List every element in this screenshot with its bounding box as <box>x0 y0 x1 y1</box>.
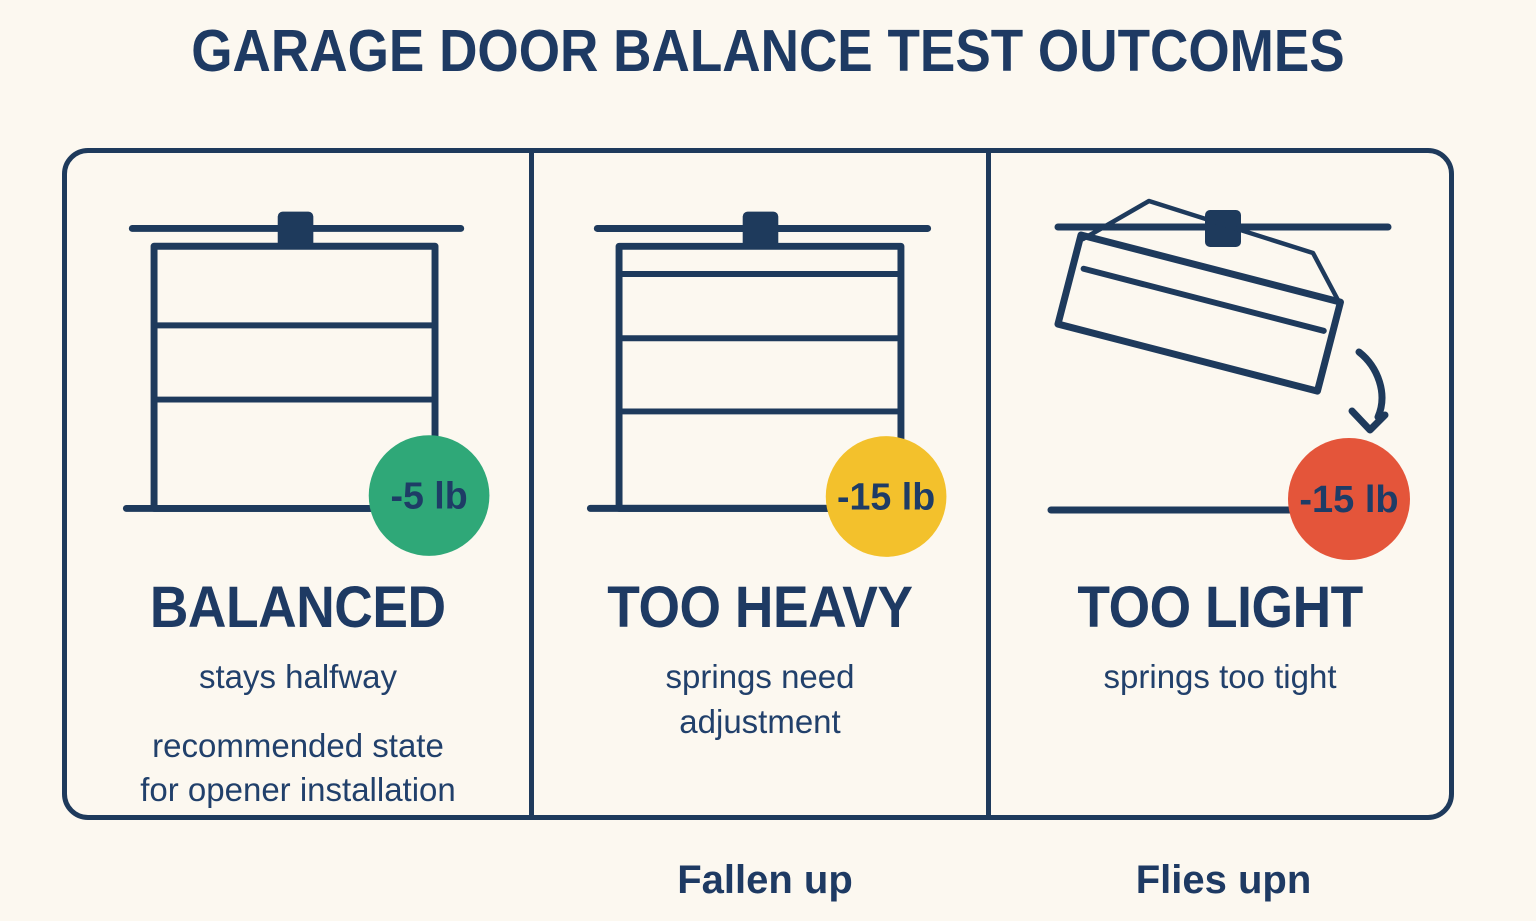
too-light-door-illustration: -15 lb <box>1047 198 1410 560</box>
garage-door-icon <box>1054 231 1344 395</box>
weight-badge-label: -15 lb <box>1299 479 1398 521</box>
footer-label-too-light: Flies upn <box>1135 858 1312 902</box>
panel-heading-too-light: TOO LIGHT <box>1077 575 1363 640</box>
panel-subtitle-too-light: springs too tight <box>1103 658 1337 695</box>
panel-subtitle-too-heavy: springs need adjustment <box>666 655 855 744</box>
weight-badge-green <box>368 435 490 556</box>
panel-note-balanced: recommended state for opener installation <box>140 724 456 813</box>
panel-heading-too-heavy: TOO HEAVY <box>607 575 913 640</box>
door-panel-seam <box>1080 265 1327 334</box>
subtitle-line-1: springs need <box>665 658 855 695</box>
opener-block-icon <box>277 211 314 249</box>
too-heavy-door-illustration: -15 lb <box>586 211 947 557</box>
note-line-1: recommended state <box>152 726 444 764</box>
footer-label-too-heavy: Fallen up <box>677 858 853 902</box>
subtitle-line-2: adjustment <box>679 702 841 740</box>
weight-badge-red <box>1288 438 1410 560</box>
down-arrow-icon <box>1355 348 1386 421</box>
panel-too-heavy: -15 lb TOO HEAVY springs need adjustment <box>534 153 991 815</box>
panel-heading-balanced: BALANCED <box>150 575 446 640</box>
opener-block-icon <box>742 211 779 249</box>
page-title: GARAGE DOOR BALANCE TEST OUTCOMES <box>191 18 1345 84</box>
panel-subtitle-balanced: stays halfway <box>198 658 398 695</box>
panel-too-light: -15 lb TOO LIGHT springs too tight <box>991 153 1449 815</box>
weight-badge-yellow <box>825 436 947 557</box>
weight-badge-label: -5 lb <box>390 474 467 516</box>
panel-balanced: -5 lb BALANCED stays halfway recommended… <box>67 153 534 815</box>
note-line-2: for opener installation <box>140 771 456 809</box>
down-arrow-head <box>1348 407 1389 434</box>
balanced-door-illustration: -5 lb <box>122 211 490 556</box>
weight-badge-label: -15 lb <box>837 475 935 517</box>
tilted-door-icon <box>1054 231 1344 395</box>
outcomes-board: -5 lb BALANCED stays halfway recommended… <box>62 148 1454 820</box>
door-flap-outline <box>1080 198 1342 305</box>
